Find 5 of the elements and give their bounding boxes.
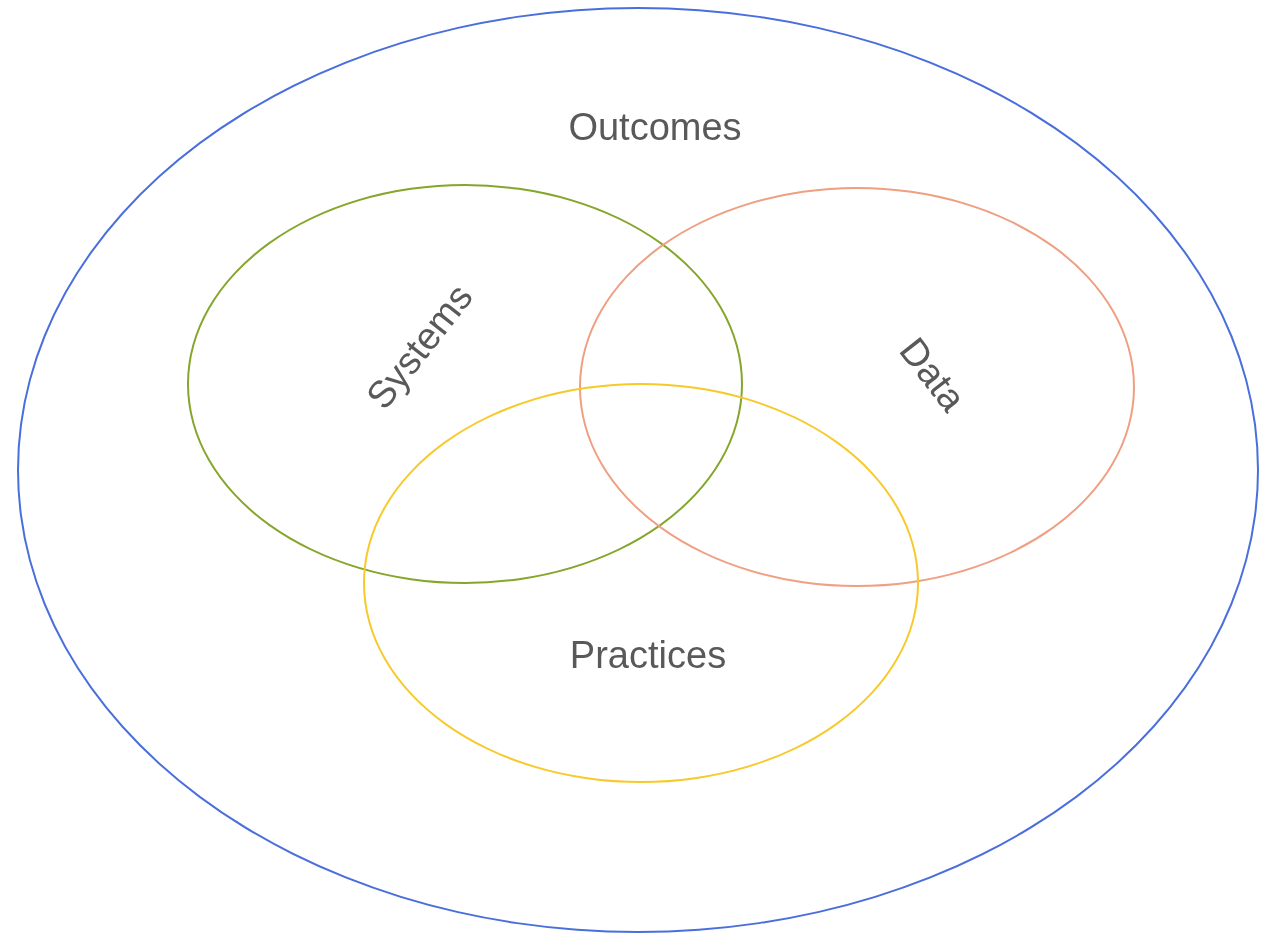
ellipse bbox=[17, 7, 1259, 933]
ellipse bbox=[187, 184, 743, 584]
ellipse bbox=[579, 187, 1135, 587]
ellipse-label: Practices bbox=[569, 635, 727, 677]
ellipse-label: Outcomes bbox=[568, 107, 742, 149]
